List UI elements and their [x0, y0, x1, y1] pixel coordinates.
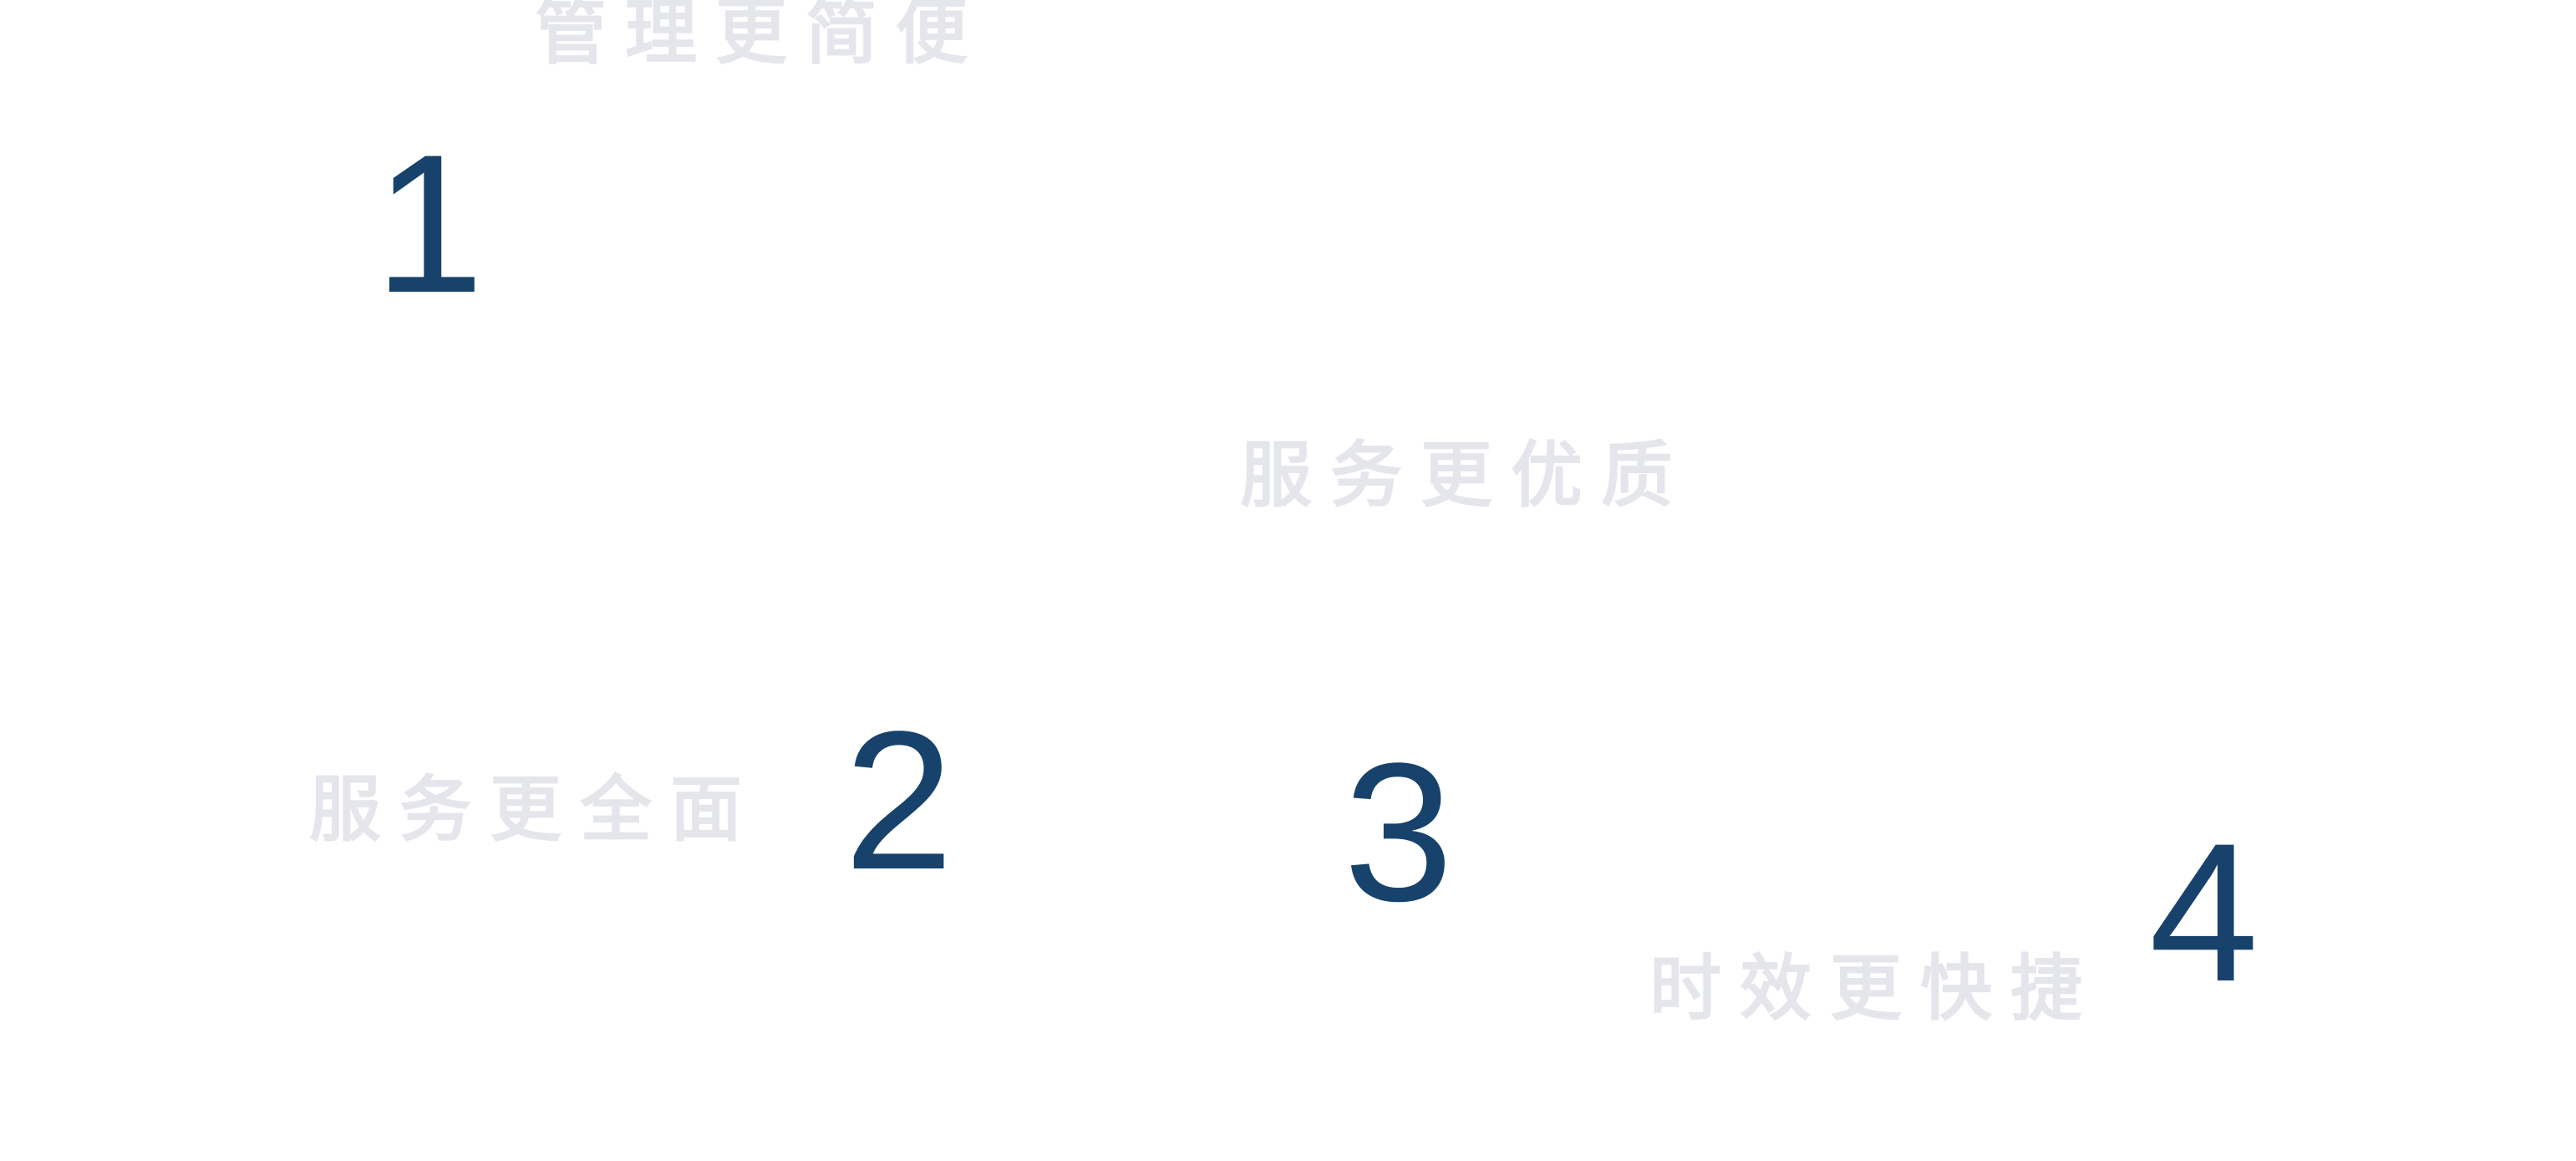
feature-number-4: 4: [2149, 802, 2259, 1023]
feature-label-2: 服务更优质: [1240, 433, 1691, 517]
feature-label-1: 管理更简便: [535, 0, 986, 74]
feature-number-1: 1: [374, 114, 485, 334]
feature-label-3: 服务更全面: [309, 767, 760, 852]
feature-label-4: 时效更快捷: [1649, 946, 2101, 1031]
feature-number-2: 2: [844, 690, 954, 911]
feature-number-3: 3: [1344, 722, 1454, 943]
